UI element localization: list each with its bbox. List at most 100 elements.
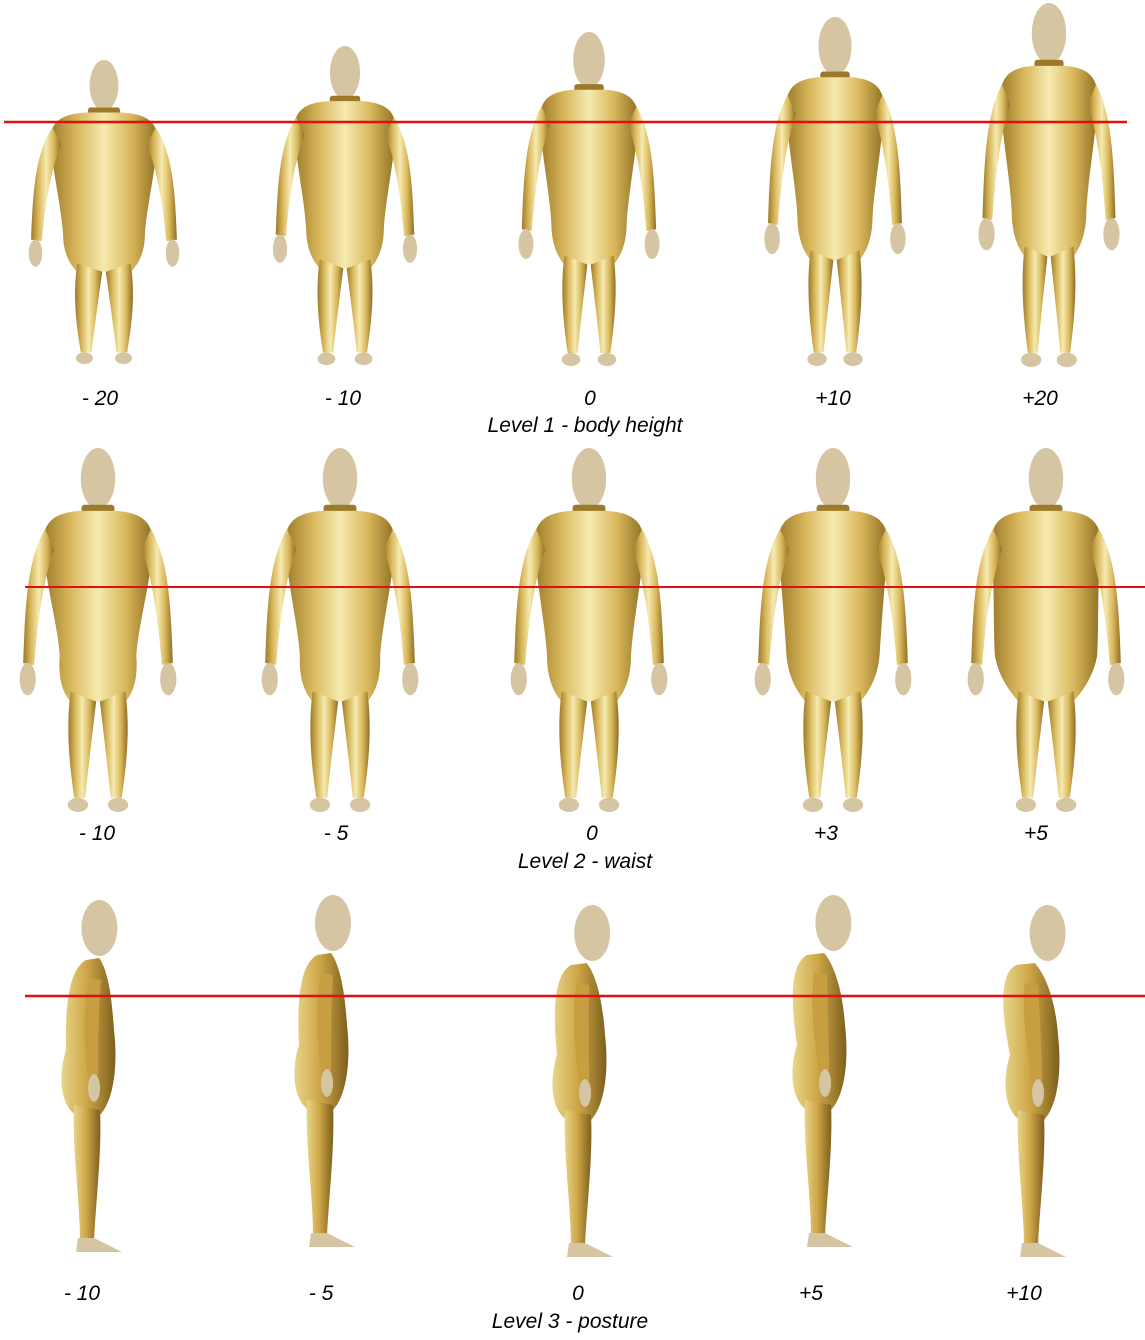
left-hand (273, 234, 287, 262)
left-foot (310, 798, 330, 812)
left-leg (1023, 246, 1048, 352)
left-foot (803, 798, 823, 812)
row3-label-4: +5 (799, 1283, 823, 1304)
hand (819, 1069, 831, 1097)
right-foot (599, 798, 619, 812)
row1-label-5: +20 (1022, 388, 1058, 409)
row2-label-1: - 10 (79, 823, 115, 844)
torso (778, 511, 888, 702)
right-hand (651, 663, 667, 695)
leg (565, 1110, 592, 1245)
left-hand (519, 229, 534, 259)
foot (567, 1243, 613, 1257)
row3-figure-1 (61, 900, 122, 1252)
head (330, 46, 360, 99)
left-hand (968, 663, 984, 695)
torso (534, 511, 644, 702)
row1-label-3: 0 (584, 388, 596, 409)
torso (294, 101, 396, 268)
row3-label-3: 0 (572, 1283, 584, 1304)
leg (307, 1100, 334, 1235)
foot (1020, 1243, 1066, 1257)
row2-label-4: +3 (814, 823, 838, 844)
row1-caption: Level 1 - body height (488, 415, 683, 436)
left-hand (262, 663, 278, 695)
hand (321, 1069, 333, 1097)
row3-label-2: - 5 (309, 1283, 334, 1304)
foot (309, 1233, 355, 1247)
torso (540, 90, 639, 265)
row3-figure-2 (294, 895, 355, 1247)
right-foot (843, 798, 863, 812)
foot (807, 1233, 853, 1247)
right-hand (402, 663, 418, 695)
leg (1018, 1110, 1045, 1245)
left-foot (807, 352, 826, 366)
row2-figure-4 (755, 448, 912, 812)
right-leg (591, 691, 619, 797)
right-leg (100, 691, 128, 797)
row2-figure-1 (20, 448, 177, 812)
left-hand (764, 223, 780, 254)
head (81, 900, 117, 956)
right-foot (108, 798, 128, 812)
head (815, 895, 851, 951)
right-leg (342, 691, 370, 797)
hand (579, 1079, 591, 1107)
right-leg (837, 250, 862, 352)
left-leg (808, 250, 833, 352)
left-hand (20, 663, 36, 695)
row2-label-3: 0 (586, 823, 598, 844)
right-hand (890, 223, 906, 254)
row2-label-2: - 5 (324, 823, 349, 844)
row2-label-5: +5 (1024, 823, 1048, 844)
right-leg (591, 255, 616, 353)
row1-figure-2 (273, 46, 417, 365)
head (816, 448, 850, 509)
right-leg (106, 263, 133, 352)
row1-label-1: - 20 (82, 388, 118, 409)
head (1032, 3, 1066, 64)
row2-figure-3 (511, 448, 668, 812)
left-hand (511, 663, 527, 695)
left-foot (1021, 353, 1041, 367)
left-leg (310, 691, 338, 797)
right-leg (1048, 691, 1076, 797)
left-foot (1016, 798, 1036, 812)
hand (88, 1074, 100, 1102)
head (1030, 905, 1066, 961)
left-foot (68, 798, 88, 812)
row3-figure-3 (552, 905, 613, 1257)
row1-figure-3 (519, 32, 660, 366)
leg (74, 1105, 101, 1240)
arm (317, 973, 333, 1070)
left-hand (978, 218, 994, 250)
left-leg (75, 263, 102, 352)
row3-caption: Level 3 - posture (492, 1311, 648, 1332)
left-foot (562, 353, 581, 366)
row3-label-5: +10 (1006, 1283, 1042, 1304)
right-foot (843, 352, 862, 366)
row1-label-4: +10 (815, 388, 851, 409)
foot (76, 1238, 122, 1252)
row3-label-1: - 10 (64, 1283, 100, 1304)
head (90, 60, 119, 111)
left-leg (559, 691, 587, 797)
row2-caption: Level 2 - waist (518, 851, 652, 872)
left-leg (562, 255, 587, 353)
right-foot (355, 353, 373, 365)
row1-label-2: - 10 (325, 388, 361, 409)
right-foot (1057, 353, 1077, 367)
right-foot (350, 798, 370, 812)
right-foot (598, 353, 617, 366)
head (572, 448, 606, 509)
right-hand (160, 663, 176, 695)
head (81, 448, 115, 509)
leg (805, 1100, 832, 1235)
head (315, 895, 351, 951)
hand (1032, 1079, 1044, 1107)
left-foot (559, 798, 579, 812)
left-arm (23, 529, 54, 665)
torso (285, 511, 395, 702)
